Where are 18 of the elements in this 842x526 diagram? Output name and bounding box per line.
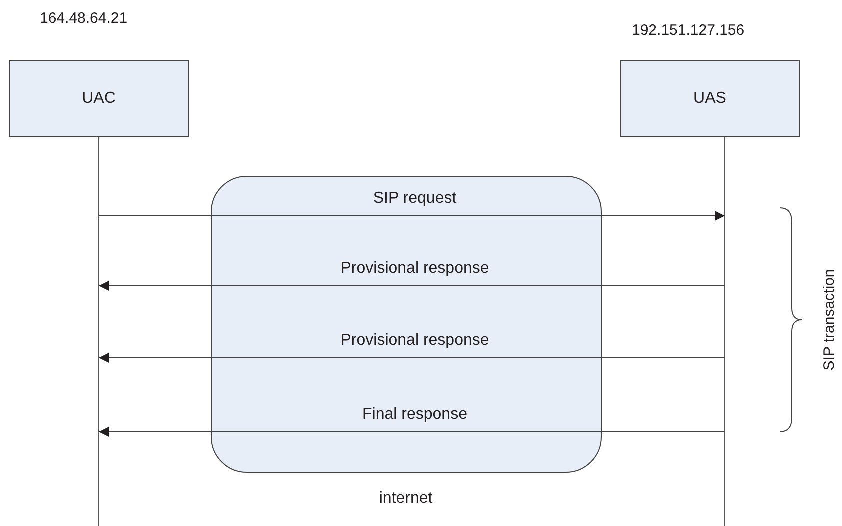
entity-name: UAS xyxy=(694,88,726,108)
message-arrow xyxy=(98,353,726,363)
entity-box xyxy=(9,60,189,137)
message-arrow xyxy=(98,427,726,437)
edge-label: SIP request xyxy=(373,189,457,209)
transaction-label: SIP transaction xyxy=(820,269,839,371)
message-arrow xyxy=(98,281,726,291)
entity-box xyxy=(620,60,800,137)
lifeline xyxy=(98,137,99,526)
edge-label: Provisional response xyxy=(340,331,490,351)
edge-label: Final response xyxy=(362,405,468,425)
ip-address: 192.151.127.156 xyxy=(632,21,745,41)
edge-label: Provisional response xyxy=(340,259,490,279)
region-label: internet xyxy=(379,489,433,509)
lifeline xyxy=(724,137,725,526)
ip-address: 164.48.64.21 xyxy=(40,9,128,29)
message-arrow xyxy=(98,211,726,221)
entity-name: UAC xyxy=(82,88,116,108)
